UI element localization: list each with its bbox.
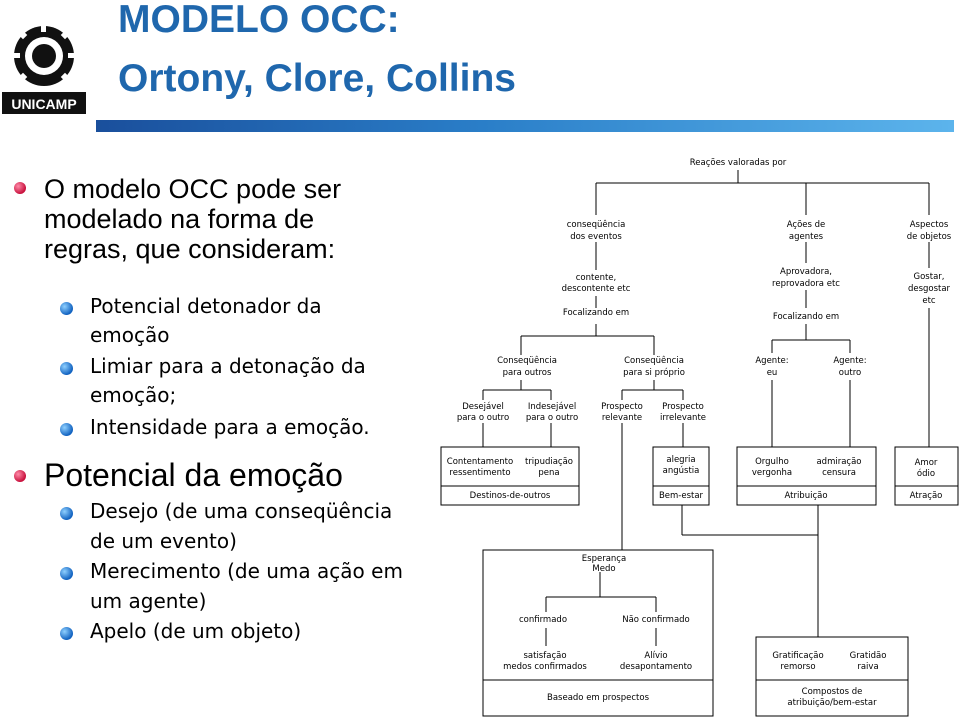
sub-bullet-2-2-line-2: um agente) xyxy=(90,589,207,613)
bullet-dot-icon xyxy=(14,470,26,482)
fortunes-left-line-1: Contentamento xyxy=(446,457,514,467)
events-reaction-line-2: descontente etc xyxy=(561,284,631,294)
objects-branch-line-1: Aspectos xyxy=(909,220,949,230)
agent-other-line-1: Agente: xyxy=(833,356,867,366)
attribution-left-line-2: vergonha xyxy=(751,468,793,478)
occ-diagram-lines xyxy=(440,170,959,717)
objects-reaction-line-3: etc xyxy=(922,296,936,306)
sub-bullet-dot-icon xyxy=(60,423,73,436)
agent-self-line-1: Agente: xyxy=(755,356,789,366)
attribution-right-line-1: admiração xyxy=(816,457,862,467)
agent-self-line-2: eu xyxy=(766,368,778,378)
objects-reaction-line-2: desgostar xyxy=(907,284,951,294)
occ-diagram: Reações valoradas por conseqüência dos e… xyxy=(436,150,960,719)
sub-bullet-dot-icon xyxy=(60,302,73,315)
agent-other-line-2: outro xyxy=(838,368,862,378)
prospect-top-line-2: Medo xyxy=(592,564,616,574)
prospect-relevant-line-2: relevante xyxy=(601,413,643,423)
diagram-root-label: Reações valoradas por xyxy=(689,158,787,168)
prospect-confirmed: confirmado xyxy=(518,615,568,625)
fortunes-left-line-2: ressentimento xyxy=(449,468,511,478)
cons-self-line-1: Conseqüência xyxy=(624,356,684,366)
compound-right-line-2: raiva xyxy=(857,662,879,672)
prospect-relevant-line-1: Prospecto xyxy=(601,402,643,412)
compound-footer-line-2: atribuição/bem-estar xyxy=(787,698,877,708)
prospect-left-line-2: medos confirmados xyxy=(503,662,587,672)
objects-branch-line-2: de objetos xyxy=(906,232,952,242)
bullet-1-line-1: O modelo OCC pode ser xyxy=(44,174,342,204)
desirable-line-2: para o outro xyxy=(456,413,510,423)
sub-bullet-dot-icon xyxy=(60,567,73,580)
events-branch-line-1: conseqüência xyxy=(566,220,626,230)
sub-bullet-1-1-line-2: emoção xyxy=(90,323,170,347)
unicamp-logo-icon: UNICAMP xyxy=(2,24,86,114)
bullet-list: O modelo OCC pode ser modelado na forma … xyxy=(0,0,440,719)
unicamp-logo: UNICAMP xyxy=(0,20,92,120)
compound-left-line-2: remorso xyxy=(780,662,816,672)
agents-branch-line-2: agentes xyxy=(788,232,824,242)
sub-bullet-2-3-line-1: Apelo (de um objeto) xyxy=(90,619,302,643)
page-subtitle: Ortony, Clore, Collins xyxy=(118,57,516,100)
cons-others-line-2: para outros xyxy=(502,368,552,378)
sub-bullet-1-2-line-1: Limiar para a detonação da xyxy=(90,354,366,378)
attribution-right-line-2: censura xyxy=(822,468,856,478)
wellbeing-line-2: angústia xyxy=(662,466,700,476)
title-underline-bar xyxy=(96,120,954,132)
attribution-footer: Atribuição xyxy=(784,491,828,501)
wellbeing-footer: Bem-estar xyxy=(658,491,704,501)
agents-reaction-line-1: Aprovadora, xyxy=(780,267,832,277)
prospect-left-line-1: satisfação xyxy=(523,651,567,661)
bullet-1-line-2: modelado na forma de xyxy=(44,204,315,234)
sub-bullet-1-3-line-1: Intensidade para a emoção. xyxy=(90,415,370,439)
sub-bullet-2-2-line-1: Merecimento (de uma ação em xyxy=(90,559,403,583)
events-reaction-line-1: contente, xyxy=(575,273,617,283)
page-title: MODELO OCC: xyxy=(118,0,400,41)
attraction-footer: Atração xyxy=(909,491,943,501)
compound-right-line-1: Gratidão xyxy=(849,651,887,661)
cons-self-line-2: para si próprio xyxy=(623,368,685,378)
agents-focus-label: Focalizando em xyxy=(772,312,840,322)
attraction-line-1: Amor xyxy=(914,458,938,468)
sub-bullet-dot-icon xyxy=(60,507,73,520)
bullet-2-line-1: Potencial da emoção xyxy=(44,457,343,493)
attribution-left-line-1: Orgulho xyxy=(755,457,789,467)
events-branch-line-2: dos eventos xyxy=(570,232,622,242)
prospect-top-line-1: Esperança xyxy=(581,554,627,564)
sub-bullet-2-1-line-1: Desejo (de uma conseqüência xyxy=(90,499,393,523)
sub-bullet-dot-icon xyxy=(60,627,73,640)
cons-others-line-1: Conseqüência xyxy=(497,356,557,366)
bullet-1-line-3: regras, que consideram: xyxy=(44,234,336,264)
fortunes-footer: Destinos-de-outros xyxy=(469,491,551,501)
fortunes-right-line-2: pena xyxy=(538,468,560,478)
prospect-right-line-1: Alívio xyxy=(644,651,668,661)
prospect-footer: Baseado em prospectos xyxy=(546,693,650,703)
sub-bullet-1-1-line-1: Potencial detonador da xyxy=(90,294,322,318)
agents-reaction-line-2: reprovadora etc xyxy=(772,279,840,289)
sub-bullet-dot-icon xyxy=(60,362,73,375)
wellbeing-line-1: alegria xyxy=(666,455,696,465)
undesirable-line-1: Indesejável xyxy=(527,402,577,412)
sub-bullet-1-2-line-2: emoção; xyxy=(90,383,177,407)
desirable-line-1: Desejável xyxy=(462,402,504,412)
logo-text: UNICAMP xyxy=(11,96,76,112)
fortunes-right-line-1: tripudiação xyxy=(524,457,574,467)
compound-left-line-1: Gratificação xyxy=(772,651,824,661)
agents-branch-line-1: Ações de xyxy=(786,220,826,230)
prospect-not-confirmed: Não confirmado xyxy=(622,615,690,625)
bullet-dot-icon xyxy=(14,182,26,194)
objects-reaction-line-1: Gostar, xyxy=(913,272,945,282)
prospect-irrelevant-line-1: Prospecto xyxy=(662,402,704,412)
compound-footer-line-1: Compostos de xyxy=(801,687,863,697)
prospect-irrelevant-line-2: irrelevante xyxy=(659,413,707,423)
undesirable-line-2: para o outro xyxy=(525,413,579,423)
attraction-line-2: ódio xyxy=(916,469,936,479)
events-focus-label: Focalizando em xyxy=(562,308,630,318)
sub-bullet-2-1-line-2: de um evento) xyxy=(90,529,237,553)
prospect-right-line-2: desapontamento xyxy=(619,662,693,672)
